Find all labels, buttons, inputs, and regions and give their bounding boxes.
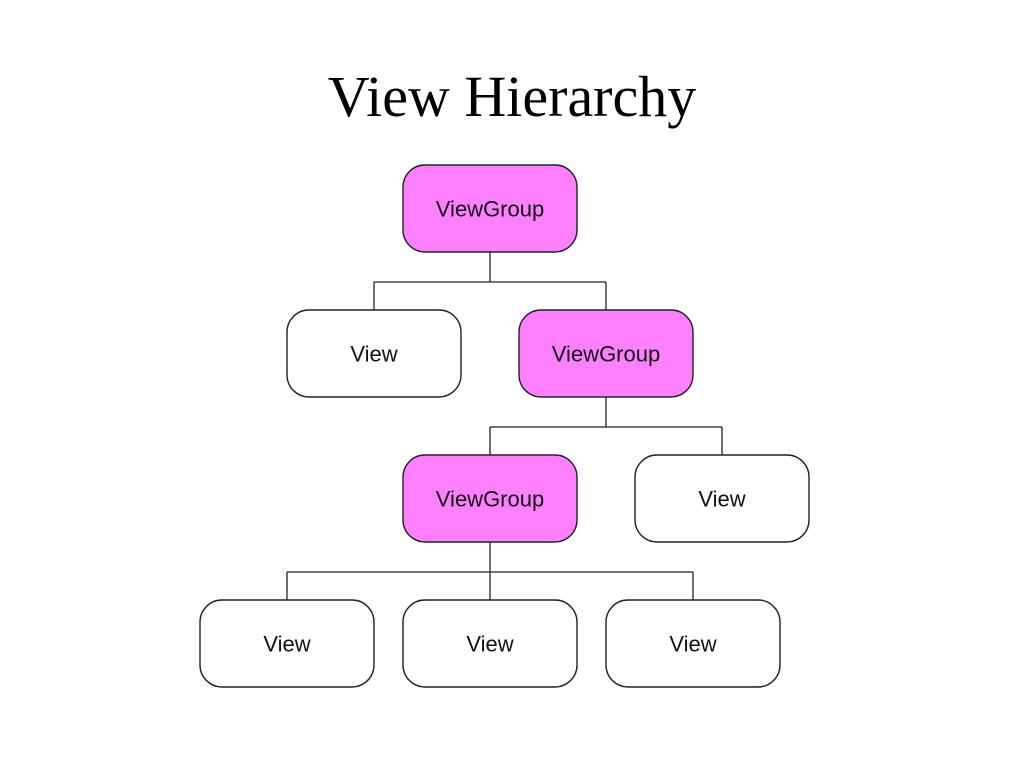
node-label: ViewGroup xyxy=(436,487,544,512)
slide-title: View Hierarchy xyxy=(327,64,697,129)
node-box-view xyxy=(605,599,781,688)
node-root: ViewGroup xyxy=(402,164,578,253)
node-box-view xyxy=(402,599,578,688)
node-l3-view: View xyxy=(634,454,810,543)
node-box-viewgroup xyxy=(402,454,578,543)
node-l2-view: View xyxy=(286,309,462,398)
node-box-viewgroup xyxy=(518,309,694,398)
connector-root xyxy=(373,252,607,310)
node-label: View xyxy=(263,632,310,657)
node-l2-group: ViewGroup xyxy=(518,309,694,398)
node-label: ViewGroup xyxy=(436,197,544,222)
node-l4-view-3: View xyxy=(605,599,781,688)
node-l4-view-2: View xyxy=(402,599,578,688)
connector-lines xyxy=(286,252,723,600)
node-l3-group: ViewGroup xyxy=(402,454,578,543)
connector-l2-group xyxy=(489,397,723,455)
node-label: View xyxy=(350,342,397,367)
node-label: View xyxy=(698,487,745,512)
connector-l3-group xyxy=(286,542,694,600)
node-label: ViewGroup xyxy=(552,342,660,367)
node-box-viewgroup xyxy=(402,164,578,253)
node-label: View xyxy=(466,632,513,657)
node-label: View xyxy=(669,632,716,657)
node-l4-view-1: View xyxy=(199,599,375,688)
node-box-view xyxy=(634,454,810,543)
node-box-view xyxy=(286,309,462,398)
node-box-view xyxy=(199,599,375,688)
